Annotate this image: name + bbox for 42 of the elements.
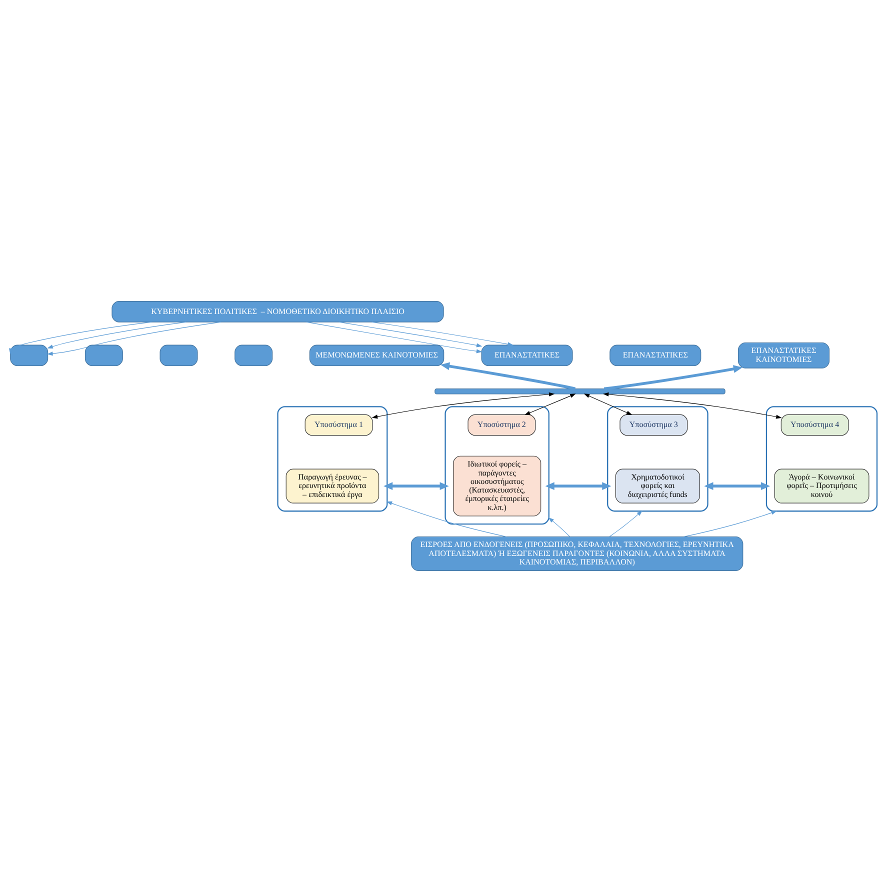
node-box: ΕΠΑΝΑΣΤΑΤΙΚΕΣ ΚΑΙΝΟΤΟΜΙΕΣ [738, 342, 830, 368]
arrow [440, 362, 576, 390]
arrow [545, 482, 612, 490]
node-bar [434, 388, 726, 394]
node-box: Υποσύστημα 1 [304, 414, 373, 436]
node-box: Χρηματοδοτικοί φορείς και διαχειριστές funds [615, 468, 700, 503]
node-box: Υποσύστημα 2 [468, 414, 536, 436]
node-box [234, 344, 273, 366]
node-box: ΜΕΜΟΝΩΜΕΝΕΣ ΚΑΙΝΟΤΟΜΙΕΣ [309, 344, 444, 366]
arrow [47, 321, 222, 356]
node-box [84, 344, 123, 366]
node-box [160, 344, 198, 366]
cluster [607, 406, 708, 512]
cluster [444, 406, 550, 524]
arrow [384, 482, 449, 490]
arrow [548, 516, 570, 537]
node-box: Άγορά – Κοινωνικοί φορεῖς – Προτιμήσεις κοινού [774, 468, 870, 503]
arrow [584, 393, 632, 415]
arrow [338, 321, 482, 347]
arrow [372, 392, 555, 418]
arrow [306, 321, 482, 353]
arrow [704, 482, 770, 490]
arrow [684, 510, 778, 536]
node-box: ΚΥΒΕΡΝΗΤΙΚΕΣ ΠΟΛΙΤΙΚΕΣ – ΝΟΜΟΘΕΤΙΚΟ ΔΙΟΙΚΗΤΙΚΟ ΠΛΑΙΣΙΟ [112, 300, 444, 322]
cluster [766, 406, 878, 512]
node-box: Υποσύστημα 4 [780, 414, 849, 436]
arrow [8, 321, 152, 354]
arrow [372, 321, 514, 346]
node-box: Ιδιωτικοί φορείς – παράγοντες οικοσυστήματος (Κατασκευαστές, έμπορικές έταιρείες κ.λπ.) [453, 455, 542, 516]
arrow [524, 393, 576, 415]
arrow [604, 364, 743, 390]
node-box: ΕΠΑΝΑΣΤΑΤΙΚΕΣ [610, 344, 702, 366]
cluster [277, 406, 388, 512]
node-box: Παραγωγή έρευνας – ερευνητικά προϊόντα – επιδεικτικά έργα [286, 468, 380, 503]
node-box: ΕΠΑΝΑΣΤΑΤΙΚΕΣ [481, 344, 573, 366]
node-box: Υποσύστημα 3 [620, 414, 688, 436]
arrow [386, 500, 507, 537]
arrow [602, 392, 782, 418]
arrow [47, 321, 186, 348]
node-box [10, 344, 48, 366]
arrow [609, 510, 642, 536]
node-box: ΕΙΣΡΟΕΣ ΑΠΟ ΕΝΔΟΓΕΝΕΙΣ (ΠΡΟΣΩΠΙΚΟ, ΚΕΦΑΛΑΙΑ, ΤΕΧΝΟΛΟΓΙΕΣ, ΕΡΕΥΝΗΤΙΚΑ ΑΠΟΤΕΛΕΣΜΑΤΑ) Ή ΕΞΩΓΕΝΕΙΣ ΠΑΡΑΓΟΝΤΕΣ (ΚΟΙΝΩΝΙΑ, ΑΛΛΑ ΣΥΣΤΗΜΑΤΑ ΚΑΙΝΟΤΟΜΙΑΣ, ΠΕΡΙΒΑΛΛΟΝ) [411, 536, 744, 570]
